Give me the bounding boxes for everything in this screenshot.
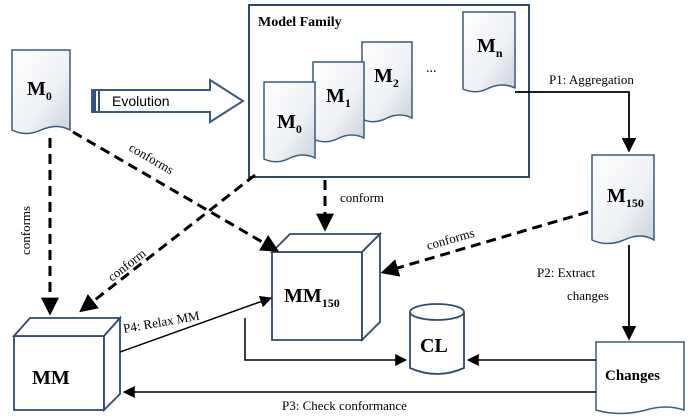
cl-label: CL xyxy=(420,335,448,357)
changes-label: Changes xyxy=(605,368,660,384)
doc-m1: M1 xyxy=(312,61,365,143)
doc-m2: M2 xyxy=(361,41,413,123)
edge-p3-label: P3: Check conformance xyxy=(282,398,407,413)
model-family-title: Model Family xyxy=(258,15,342,30)
edge-family-mm xyxy=(79,173,256,313)
edge-family-mm150-label: conform xyxy=(340,190,384,205)
svg-text:M1: M1 xyxy=(326,85,351,110)
mm-cube: MM xyxy=(11,315,123,413)
svg-text:M2: M2 xyxy=(374,65,399,90)
edge-p1 xyxy=(515,91,637,153)
svg-text:Mn: Mn xyxy=(477,35,503,60)
ellipsis-text: ... xyxy=(426,61,437,76)
mm150-cube: MM150 xyxy=(269,231,383,343)
edge-p2-label-2: changes xyxy=(567,288,609,303)
svg-text:M0: M0 xyxy=(277,111,302,136)
model-family-group: Model Family Mn ... M2 M1 M0 xyxy=(248,4,530,178)
edge-m0-mm150 xyxy=(72,130,280,252)
edge-p4-label: P4: Relax MM xyxy=(122,308,201,336)
doc-mn: Mn xyxy=(462,11,516,93)
edge-p4 xyxy=(119,295,273,353)
doc-changes: Changes xyxy=(595,341,685,415)
doc-m0: M0 xyxy=(11,49,71,135)
cl-cylinder: CL xyxy=(409,303,465,375)
evolution-label: Evolution xyxy=(112,93,170,109)
edge-mm150-cl xyxy=(244,318,408,366)
edge-m150-mm150-label: conforms xyxy=(425,225,476,253)
evolution-arrow: Evolution xyxy=(91,78,245,124)
doc-m150: M150 xyxy=(591,154,655,245)
svg-text:MM150: MM150 xyxy=(284,285,340,310)
edge-p1-label: P1: Aggregation xyxy=(549,72,634,87)
edge-p2-label-1: P2: Extract xyxy=(537,265,596,280)
svg-text:M0: M0 xyxy=(27,78,52,103)
edge-m0-mm150-label: conforms xyxy=(127,140,177,178)
mm-label: MM xyxy=(32,367,70,389)
edge-m150-mm150 xyxy=(380,210,589,277)
doc-m0-family: M0 xyxy=(263,81,316,163)
svg-text:M150: M150 xyxy=(607,185,644,210)
edge-m0-mm-label: conforms xyxy=(18,206,33,255)
